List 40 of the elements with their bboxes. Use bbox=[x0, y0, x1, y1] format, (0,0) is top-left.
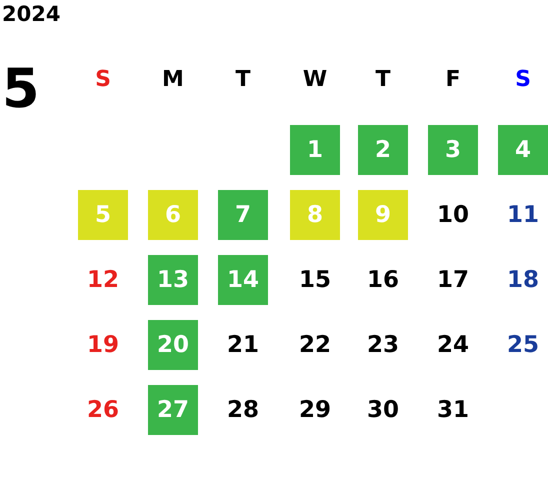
day-number: 19 bbox=[86, 330, 120, 360]
highlighted-day: 3 bbox=[428, 125, 478, 175]
day-number: 22 bbox=[298, 330, 332, 360]
highlighted-day: 9 bbox=[358, 190, 408, 240]
day-number: 25 bbox=[506, 330, 540, 360]
day-number: 26 bbox=[86, 396, 120, 424]
weekday-header: T bbox=[374, 66, 392, 94]
highlighted-day: 2 bbox=[358, 125, 408, 175]
highlighted-day: 14 bbox=[218, 255, 268, 305]
day-number: 28 bbox=[226, 396, 260, 424]
year-title: 2024 bbox=[2, 4, 60, 25]
highlighted-day: 1 bbox=[290, 125, 340, 175]
highlighted-day: 7 bbox=[218, 190, 268, 240]
weekday-header: F bbox=[444, 66, 462, 94]
day-number: 16 bbox=[366, 266, 400, 294]
day-number: 11 bbox=[506, 200, 540, 230]
day-number: 23 bbox=[366, 330, 400, 360]
weekday-header: S bbox=[514, 66, 532, 94]
weekday-header: W bbox=[302, 66, 328, 94]
day-number: 15 bbox=[298, 266, 332, 294]
day-number: 17 bbox=[436, 266, 470, 294]
day-number: 21 bbox=[226, 330, 260, 360]
month-number: 5 bbox=[2, 62, 40, 116]
day-number: 10 bbox=[436, 200, 470, 230]
highlighted-day: 5 bbox=[78, 190, 128, 240]
day-number: 29 bbox=[298, 396, 332, 424]
weekday-header: M bbox=[161, 66, 185, 94]
weekday-header: S bbox=[94, 66, 112, 94]
day-number: 18 bbox=[506, 266, 540, 294]
highlighted-day: 6 bbox=[148, 190, 198, 240]
highlighted-day: 13 bbox=[148, 255, 198, 305]
highlighted-day: 4 bbox=[498, 125, 548, 175]
highlighted-day: 20 bbox=[148, 320, 198, 370]
highlighted-day: 27 bbox=[148, 385, 198, 435]
weekday-header: T bbox=[234, 66, 252, 94]
day-number: 31 bbox=[436, 396, 470, 424]
day-number: 12 bbox=[86, 266, 120, 294]
day-number: 24 bbox=[436, 330, 470, 360]
highlighted-day: 8 bbox=[290, 190, 340, 240]
day-number: 30 bbox=[366, 396, 400, 424]
